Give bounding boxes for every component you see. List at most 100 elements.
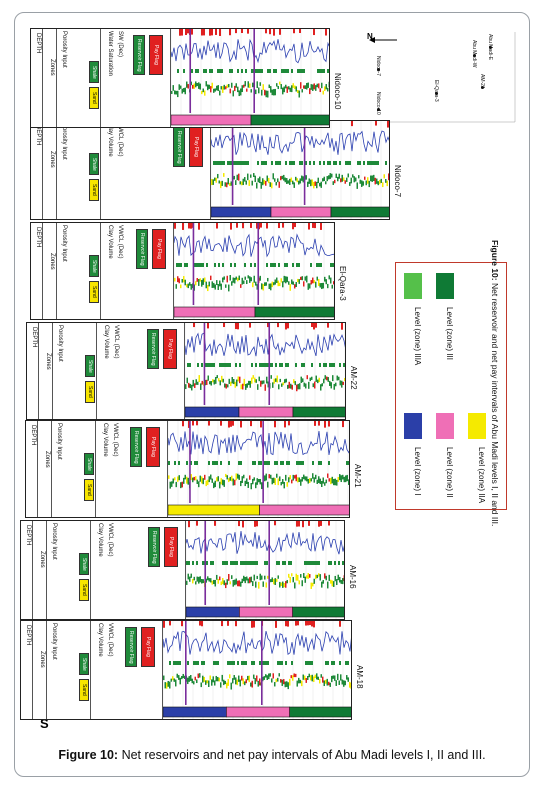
header-column (43, 121, 57, 219)
legend-label: Level (zone) I (413, 447, 422, 496)
pay-flag-chip: Pay Flag (189, 127, 203, 167)
map-well-label: El-Qara-3 (433, 80, 439, 102)
depth-header-label: DEPTH (35, 33, 41, 54)
log-curves-plot (168, 421, 349, 517)
reservoir-flag-chip: Reservoir Flag (147, 329, 159, 369)
well-name-label: Nidoco-10 (333, 73, 342, 110)
zone-band (185, 406, 240, 418)
porosity-header-label: Porosity Input (51, 623, 57, 660)
volume-header-label: Clay Volume (103, 325, 109, 359)
shale-chip: Shale (89, 61, 99, 83)
reservoir-flag-chip: Reservoir Flag (148, 527, 160, 567)
shale-chip: Shale (79, 653, 89, 675)
reservoir-flag-chip: Reservoir Flag (125, 627, 137, 667)
sand-chip: Sand (89, 281, 99, 303)
header-column (39, 323, 53, 419)
well-name-label: AM-16 (348, 565, 357, 589)
legend-swatch-zone-ii (436, 413, 454, 439)
well-name-label: Nidoco-7 (393, 165, 402, 198)
figure-inline-caption: Figure 10: Net reservoir and net pay int… (490, 240, 500, 526)
header-column (97, 323, 185, 419)
header-column (91, 621, 163, 719)
zone-band (292, 606, 344, 618)
header-column (43, 29, 57, 127)
legend-label: Level (zone) IIIA (413, 307, 422, 366)
reservoir-flag-chip: Reservoir Flag (173, 127, 185, 167)
map-well-dot (481, 86, 484, 89)
legend-label: Level (zone) IIA (477, 447, 486, 504)
depth-header-label: DEPTH (30, 425, 36, 446)
figure-inline-caption-text: Net reservoir and net pay intervals of A… (490, 283, 500, 527)
header-column (96, 421, 168, 517)
zone-band (289, 706, 351, 718)
header-column (91, 521, 186, 619)
log-curves-plot (174, 223, 334, 319)
header-column (31, 223, 43, 319)
zone-band (250, 114, 329, 126)
sand-chip: Sand (84, 479, 94, 501)
zones-header-label: Zones (45, 353, 51, 370)
volume-header-label: Clay Volume (97, 623, 103, 657)
map-well-dot (435, 92, 438, 95)
shale-chip: Shale (89, 153, 99, 175)
depth-header-label: DEPTH (25, 625, 31, 646)
header-column (26, 421, 38, 517)
volume-header-label: Water Saturation (107, 31, 113, 76)
pay-flag-chip: Pay Flag (146, 427, 160, 467)
header-column (57, 121, 101, 219)
map-well-label: Nidoco-10 (375, 92, 381, 115)
header-column (31, 121, 43, 219)
zone-legend: Level (zone) I Level (zone) II Level (zo… (395, 262, 507, 510)
zones-header-label: Zones (39, 651, 45, 668)
header-column (101, 223, 174, 319)
volume-unit-label: VWCL (Dec) (113, 325, 119, 359)
map-well-dot (377, 68, 380, 71)
caption-label: Figure 10: (58, 748, 119, 762)
legend-label: Level (zone) II (445, 447, 454, 498)
header-column (47, 621, 91, 719)
zones-header-label: Zones (49, 151, 55, 168)
zones-header-label: Zones (39, 551, 45, 568)
header-column (57, 223, 101, 319)
reservoir-flag-chip: Reservoir Flag (136, 229, 148, 269)
porosity-header-label: Porosity Input (61, 31, 67, 68)
shale-chip: Shale (85, 355, 95, 377)
header-column (21, 621, 33, 719)
sand-chip: Sand (89, 179, 99, 201)
porosity-header-label: Porosity Input (51, 523, 57, 560)
well-name-label: AM-21 (353, 464, 362, 488)
zone-band (239, 606, 293, 618)
shale-chip: Shale (89, 255, 99, 277)
header-column (101, 29, 171, 127)
pay-flag-chip: Pay Flag (164, 527, 178, 567)
zone-band (168, 504, 260, 516)
sand-chip: Sand (85, 381, 95, 403)
header-column (33, 621, 47, 719)
zones-header-label: Zones (44, 451, 50, 468)
header-column (101, 121, 211, 219)
well-log-correlation-figure: N S N Nidoco-10 Nidoco-7 Abu Madi-W Abu … (20, 28, 516, 731)
volume-unit-label: SW (Dec) (117, 31, 123, 57)
volume-header-label: Clay Volume (102, 423, 108, 457)
legend-swatch-zone-iia (468, 413, 486, 439)
well-name-label: AM-22 (349, 366, 358, 390)
reservoir-flag-chip: Reservoir Flag (130, 427, 142, 467)
map-well-dot (473, 54, 476, 57)
porosity-header-label: Porosity Input (61, 123, 67, 160)
well-name-label: AM-18 (355, 665, 364, 689)
pay-flag-chip: Pay Flag (149, 35, 163, 75)
header-column (43, 223, 57, 319)
porosity-header-label: Porosity Input (61, 225, 67, 262)
porosity-header-label: Porosity Input (56, 423, 62, 460)
sand-chip: Sand (79, 579, 89, 601)
depth-header-label: DEPTH (25, 525, 31, 546)
reservoir-flag-chip: Reservoir Flag (133, 35, 145, 75)
